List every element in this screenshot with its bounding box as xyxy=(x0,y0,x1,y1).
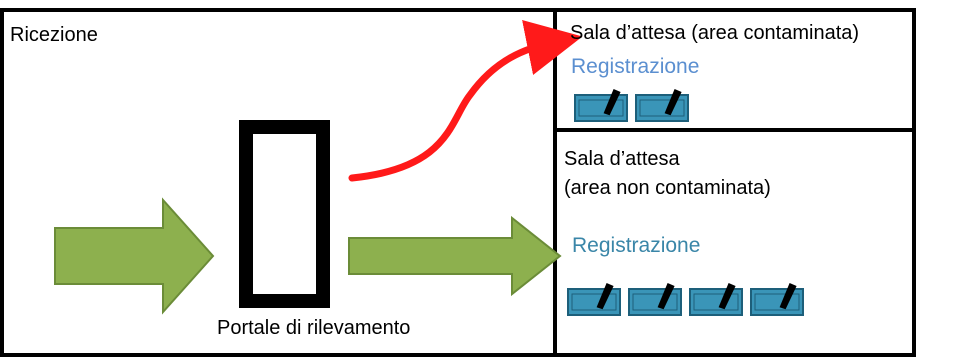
arrow-incoming-icon xyxy=(54,197,215,315)
reception-label: Ricezione xyxy=(10,24,98,46)
registration-contaminated-label: Registrazione xyxy=(571,55,700,78)
desk-icon xyxy=(567,283,621,316)
desk-icon xyxy=(628,283,682,316)
waiting-clean-label-line1: Sala d’attesa xyxy=(564,148,680,170)
desks-contaminated-group xyxy=(574,89,689,122)
arrow-to-contaminated-area-icon xyxy=(348,20,583,182)
desk-icon xyxy=(574,89,628,122)
desk-icon xyxy=(689,283,743,316)
desks-clean-group xyxy=(567,283,804,316)
arrow-to-clean-area-icon xyxy=(348,215,562,297)
detection-portal xyxy=(239,120,330,308)
waiting-clean-label-line2: (area non contaminata) xyxy=(564,177,771,199)
desk-icon xyxy=(750,283,804,316)
portal-label: Portale di rilevamento xyxy=(217,317,411,339)
desk-icon xyxy=(635,89,689,122)
waiting-contaminated-label: Sala d’attesa (area contaminata) xyxy=(570,22,860,44)
registration-clean-label: Registrazione xyxy=(572,234,701,257)
waiting-room-clean xyxy=(553,128,916,357)
